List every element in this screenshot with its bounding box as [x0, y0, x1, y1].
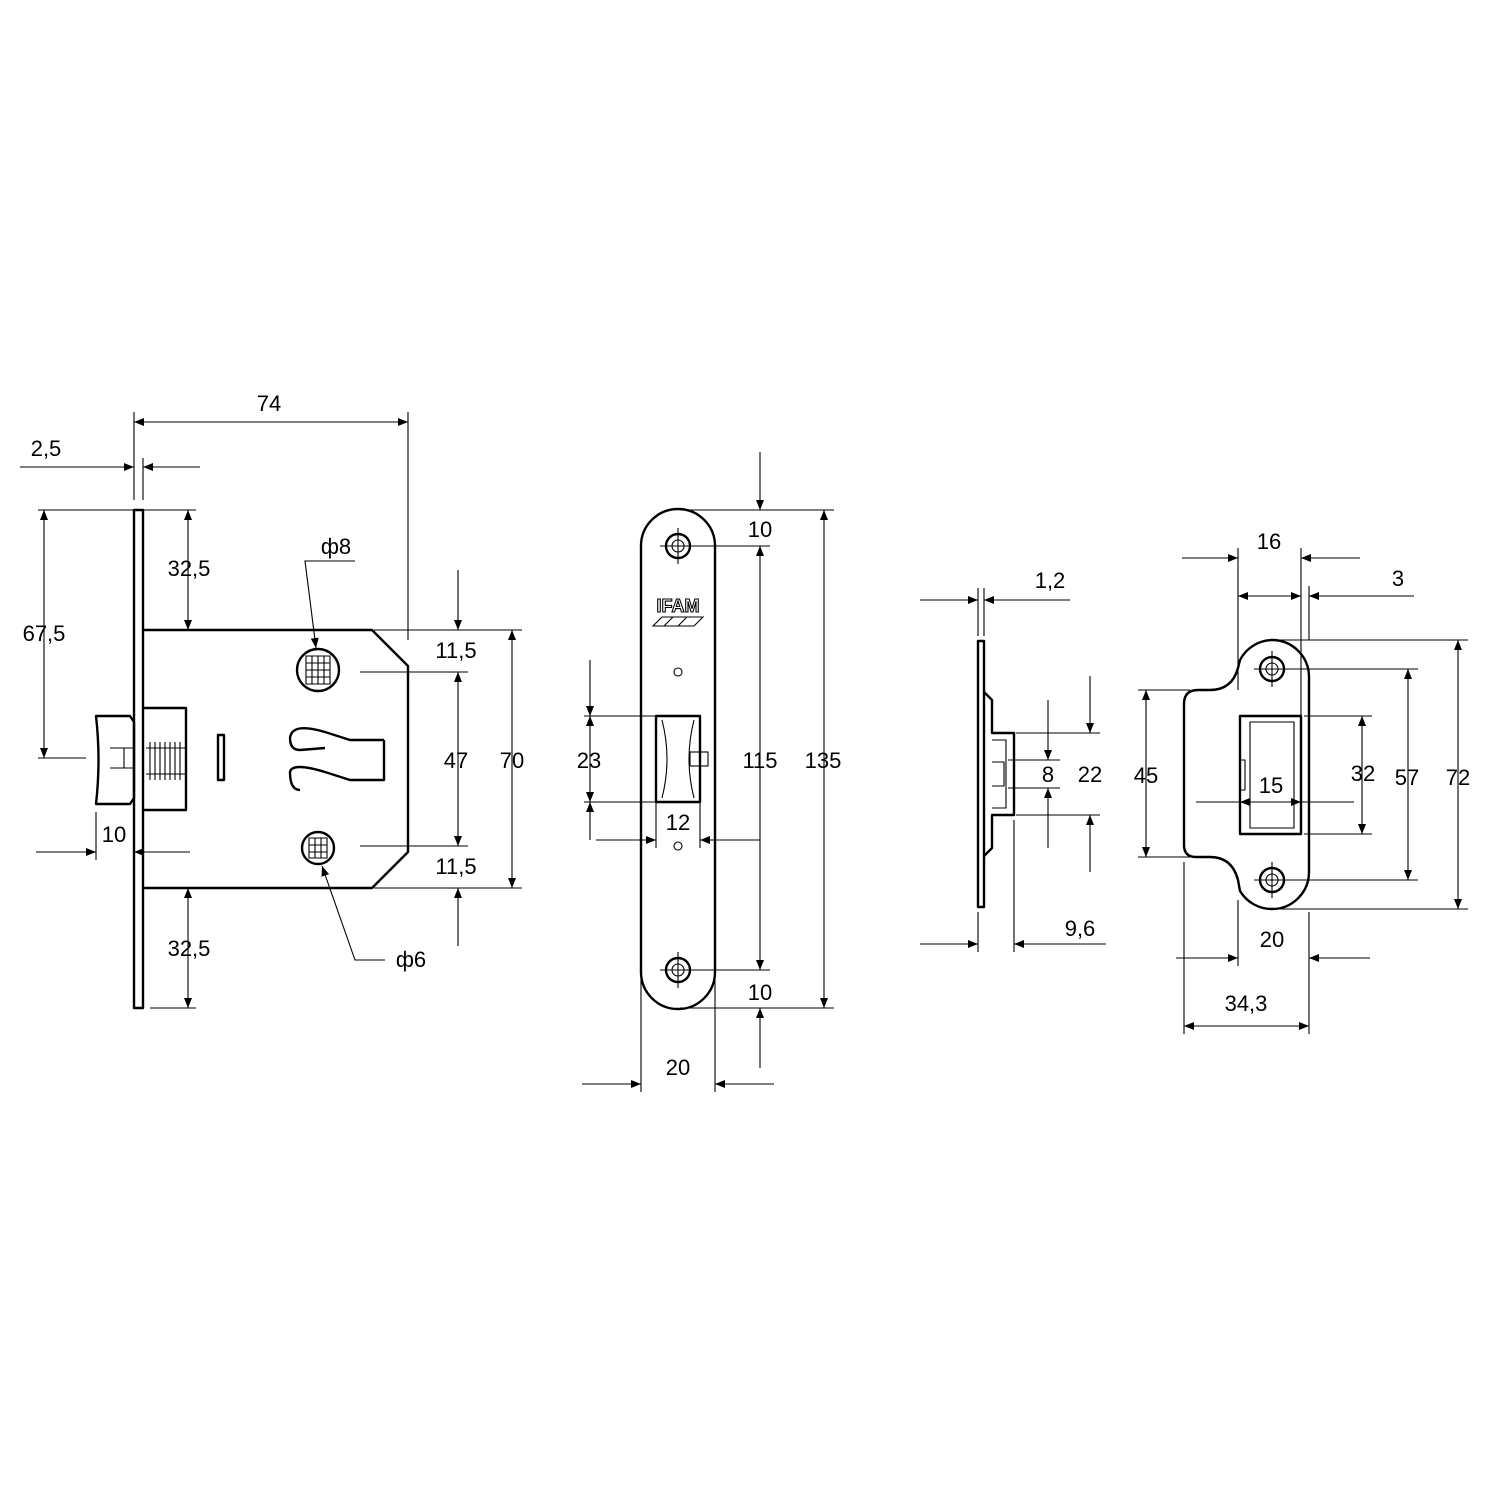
dim-faceplate-thickness: 2,5	[31, 436, 62, 461]
lock-case-outline	[143, 628, 410, 890]
strike-plate-outline	[1182, 638, 1311, 911]
tumbler-lower	[288, 740, 386, 792]
dim-case-height: 70	[500, 748, 524, 773]
dim-box-width: 16	[1257, 529, 1281, 554]
dim-upper-margin: 11,5	[435, 638, 476, 663]
dim-follower-diameter: ф8	[321, 534, 351, 559]
dim-total-length: 135	[805, 748, 842, 773]
dim-strike-total-height: 72	[1446, 765, 1470, 790]
dim-top-radius: 10	[748, 517, 772, 542]
faceplate-outline	[639, 507, 717, 1011]
brand-logo-emblem	[651, 616, 705, 627]
dim-latch-height: 23	[577, 748, 601, 773]
dim-edge: 3	[1392, 566, 1404, 591]
dim-hole-spacing: 47	[444, 748, 468, 773]
dim-box-depth: 9,6	[1065, 916, 1096, 941]
latch-spring	[149, 742, 181, 780]
strike-side-box	[983, 691, 1016, 857]
strike-side-plate	[976, 639, 986, 909]
dim-latch-width: 12	[666, 810, 690, 835]
dim-bottom-offset: 32,5	[168, 936, 211, 961]
dim-screw-spacing: 115	[742, 748, 777, 773]
faceplate-view: IFAM 10 115 135 10	[577, 452, 842, 1092]
dim-strike-screw-spacing: 57	[1395, 765, 1419, 790]
strike-plate-view: 16 3 45 15 32 57 72 20 34,3	[1134, 529, 1470, 1034]
latch-slot	[216, 733, 226, 782]
lock-faceplate-edge	[132, 508, 145, 1010]
faceplate-pin-bottom	[673, 841, 683, 851]
follower-hole	[295, 647, 341, 693]
dim-top-offset: 32,5	[168, 556, 211, 581]
dim-faceplate-width: 20	[666, 1055, 690, 1080]
faceplate-latch-opening	[654, 714, 702, 804]
dim-strike-plate-width: 20	[1260, 927, 1284, 952]
dim-opening-width: 15	[1259, 773, 1283, 798]
dim-axis-height: 67,5	[23, 621, 66, 646]
brand-logo: IFAM	[657, 596, 700, 616]
tumbler-upper	[288, 726, 384, 752]
dim-lower-margin: 11,5	[435, 854, 476, 879]
dim-plate-thickness: 1,2	[1035, 568, 1066, 593]
lower-hole	[300, 830, 336, 866]
latch-tail	[143, 706, 188, 812]
dim-bottom-radius: 10	[748, 980, 772, 1005]
dim-opening: 8	[1042, 762, 1054, 787]
latch-bolt	[94, 714, 136, 806]
dim-overall-width: 34,3	[1225, 991, 1268, 1016]
dim-latch-projection: 10	[102, 822, 126, 847]
dim-key-hole-diameter: ф6	[396, 947, 426, 972]
lock-body-view: 74 2,5 32,5 67,5 10 32,5 11,5 47 70 11,5…	[20, 391, 524, 1010]
strike-side-view: 1,2 9,6 8 22	[920, 568, 1106, 952]
dim-box-height: 22	[1078, 762, 1102, 787]
dim-backset: 74	[257, 391, 281, 416]
dim-opening-height: 32	[1351, 761, 1375, 786]
faceplate-pin-top	[673, 667, 683, 677]
strike-opening	[1238, 714, 1303, 836]
dim-lip-height: 45	[1134, 763, 1158, 788]
